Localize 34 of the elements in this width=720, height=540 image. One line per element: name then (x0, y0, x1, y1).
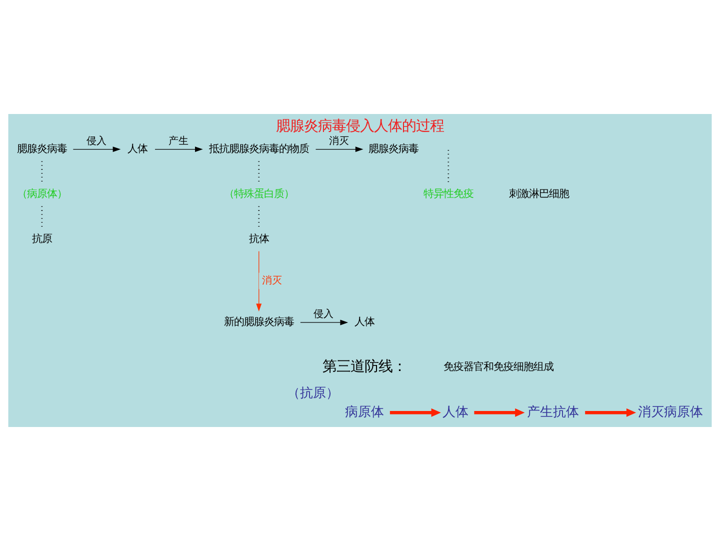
connector (448, 149, 450, 182)
diagram-title: 腮腺炎病毒侵入人体的过程 (276, 118, 444, 134)
arrow (390, 408, 441, 416)
arrow (300, 319, 348, 325)
edge-label: 侵入 (86, 136, 106, 147)
arrow (474, 408, 525, 416)
edge-label: 产生 (168, 136, 189, 147)
node-text: 消灭病原体 (638, 404, 704, 420)
node-text: 腮腺炎病毒 (368, 142, 418, 154)
node-text: 人体 (442, 404, 469, 420)
edge-label: 消灭 (262, 275, 282, 286)
arrow (72, 146, 121, 152)
arrow (315, 146, 364, 152)
node-text: （特殊蛋白质） (224, 187, 294, 200)
node-text: 人体 (127, 142, 148, 154)
node-text: 腮腺炎病毒 (16, 142, 67, 154)
edge-label: 侵入 (314, 308, 334, 320)
label: 免疫器官和免疫细胞组成 (444, 360, 554, 373)
edge-label: 消灭 (329, 136, 350, 147)
node-text: 新的腮腺炎病毒 (224, 315, 294, 328)
arrow (585, 408, 636, 416)
arrow (154, 146, 203, 152)
label: 刺激淋巴细胞 (509, 187, 570, 200)
label: 第三道防线： (322, 358, 407, 375)
node-text: 抵抗腮腺炎病毒的物质 (208, 142, 309, 154)
arrow (256, 250, 262, 311)
node-label: （抗原） (286, 385, 339, 400)
node-text: 抗原 (32, 232, 52, 244)
node-text: （病原体） (16, 187, 67, 200)
node-text: 病原体 (345, 404, 384, 420)
node-text: 抗体 (248, 232, 269, 244)
node-text: 人体 (354, 315, 375, 328)
node-text: 特异性免疫 (423, 187, 474, 200)
node-text: 产生抗体 (526, 404, 579, 420)
